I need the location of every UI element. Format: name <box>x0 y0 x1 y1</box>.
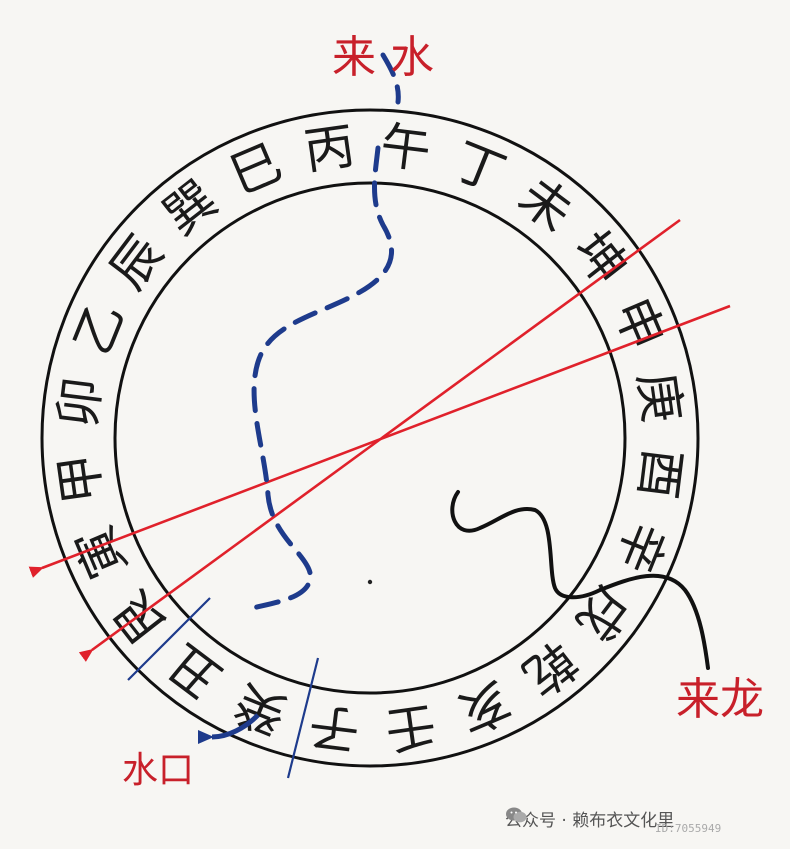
ring-char: 甲 <box>49 450 113 508</box>
ring-char: 子 <box>306 696 363 760</box>
ring-char: 申 <box>602 290 675 359</box>
inner-ring <box>113 181 627 695</box>
outlet-mark-left <box>127 597 211 681</box>
center-dot <box>367 579 373 585</box>
ring-char: 壬 <box>382 695 440 759</box>
ring-char: 午 <box>377 116 434 180</box>
ring-char: 丙 <box>301 117 359 181</box>
ring-char: 乙 <box>63 295 136 363</box>
ring-char: 辛 <box>604 513 677 581</box>
ring-char: 巳 <box>222 133 291 206</box>
ring-char: 丁 <box>445 131 513 204</box>
dragon-path <box>450 490 710 670</box>
water-outlet-arrow <box>197 713 260 745</box>
ring-char: 亥 <box>450 670 519 743</box>
water-path <box>242 52 401 613</box>
wechat-icon <box>506 807 527 823</box>
ring-char: 酉 <box>628 445 692 502</box>
watermark-id: ID:7055949 <box>655 822 722 835</box>
watermark: 公众号 · 赖布衣文化里 <box>505 806 674 831</box>
incoming-water-label: 来 水 <box>332 32 434 83</box>
red-line-upper <box>78 218 681 662</box>
red-line-lower <box>28 304 731 578</box>
outer-ring <box>40 108 700 768</box>
watermark-text: 公众号 · 赖布衣文化里 <box>505 811 675 831</box>
ring-char: 庚 <box>627 369 691 427</box>
outlet-mark-right <box>286 657 320 779</box>
ring-char: 癸 <box>227 672 295 745</box>
incoming-dragon-label: 来龙 <box>676 674 764 725</box>
ring-char: 寅 <box>65 518 138 587</box>
water-outlet-label: 水口 <box>122 750 194 791</box>
ring-char: 卯 <box>48 374 112 431</box>
